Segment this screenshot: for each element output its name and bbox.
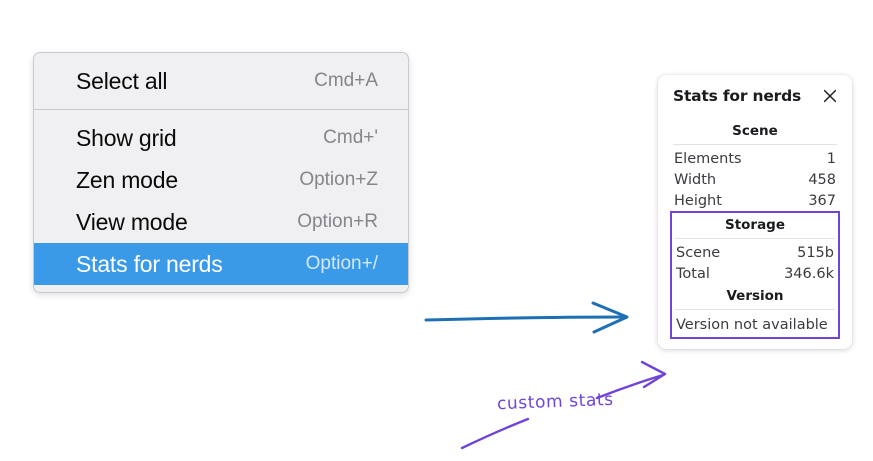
blue-arrow-annotation: [424, 301, 629, 334]
menu-item-shortcut: Option+Z: [299, 169, 378, 190]
menu-item-label: View mode: [76, 208, 188, 235]
stat-value: 367: [808, 192, 836, 209]
menu-separator: [34, 109, 408, 110]
stats-panel-title: Stats for nerds: [673, 87, 802, 105]
stats-panel-body: Scene Elements 1 Width 458 Height 367: [658, 119, 852, 339]
menu-item-zen-mode[interactable]: Zen mode Option+Z: [34, 159, 408, 201]
section-divider: [675, 309, 835, 310]
stat-value: 346.6k: [784, 265, 834, 282]
stat-row-storage-scene: Scene 515b: [673, 242, 837, 263]
menu-group-selection: Select all Cmd+A: [34, 53, 408, 109]
stat-value: 515b: [797, 244, 834, 261]
stats-panel-header: Stats for nerds: [658, 87, 852, 105]
stat-key: Scene: [676, 244, 721, 261]
menu-item-label: Select all: [76, 67, 168, 94]
purple-underline-annotation: [460, 417, 530, 450]
stat-value: 458: [808, 171, 836, 188]
menu-item-stats-for-nerds[interactable]: Stats for nerds Option+/: [34, 243, 408, 285]
section-divider: [675, 238, 835, 239]
version-text: Version not available: [676, 317, 828, 333]
stat-key: Width: [674, 171, 717, 188]
stats-section-version: Version Version not available: [673, 284, 837, 337]
menu-item-label: Stats for nerds: [76, 250, 223, 277]
stat-key: Total: [676, 265, 710, 282]
menu-item-label: Show grid: [76, 124, 177, 151]
stats-section-heading-scene: Scene: [732, 123, 778, 139]
menu-item-show-grid[interactable]: Show grid Cmd+': [34, 117, 408, 159]
canvas-context-menu[interactable]: Select all Cmd+A Show grid Cmd+' Zen mod…: [33, 52, 409, 293]
stat-row-storage-total: Total 346.6k: [673, 263, 837, 284]
menu-item-view-mode[interactable]: View mode Option+R: [34, 201, 408, 243]
stat-row-elements: Elements 1: [671, 148, 839, 169]
stats-section-heading-storage: Storage: [724, 217, 786, 233]
stat-row-height: Height 367: [671, 190, 839, 211]
section-divider: [673, 144, 837, 145]
stats-section-storage: Storage Scene 515b Total 346.6k: [673, 213, 837, 284]
stat-key: Height: [674, 192, 722, 209]
stats-for-nerds-panel: Stats for nerds Scene Elements 1 Width 4…: [658, 75, 852, 349]
menu-item-shortcut: Option+/: [305, 253, 378, 274]
menu-item-shortcut: Option+R: [297, 211, 378, 232]
menu-item-select-all[interactable]: Select all Cmd+A: [34, 60, 408, 102]
menu-item-shortcut: Cmd+': [323, 127, 378, 148]
menu-item-label: Zen mode: [76, 166, 178, 193]
stats-section-heading-version: Version: [726, 288, 784, 304]
menu-group-view: Show grid Cmd+' Zen mode Option+Z View m…: [34, 110, 408, 292]
stat-key: Elements: [674, 150, 742, 167]
stat-value: 1: [826, 150, 836, 167]
stat-row-width: Width 458: [671, 169, 839, 190]
custom-stats-highlight-box: Storage Scene 515b Total 346.6k Version …: [670, 211, 840, 339]
menu-item-shortcut: Cmd+A: [314, 70, 378, 91]
custom-stats-annotation-label: custom stats: [496, 389, 615, 415]
close-icon[interactable]: [822, 88, 838, 104]
stats-section-scene: Scene Elements 1 Width 458 Height 367: [671, 119, 839, 211]
